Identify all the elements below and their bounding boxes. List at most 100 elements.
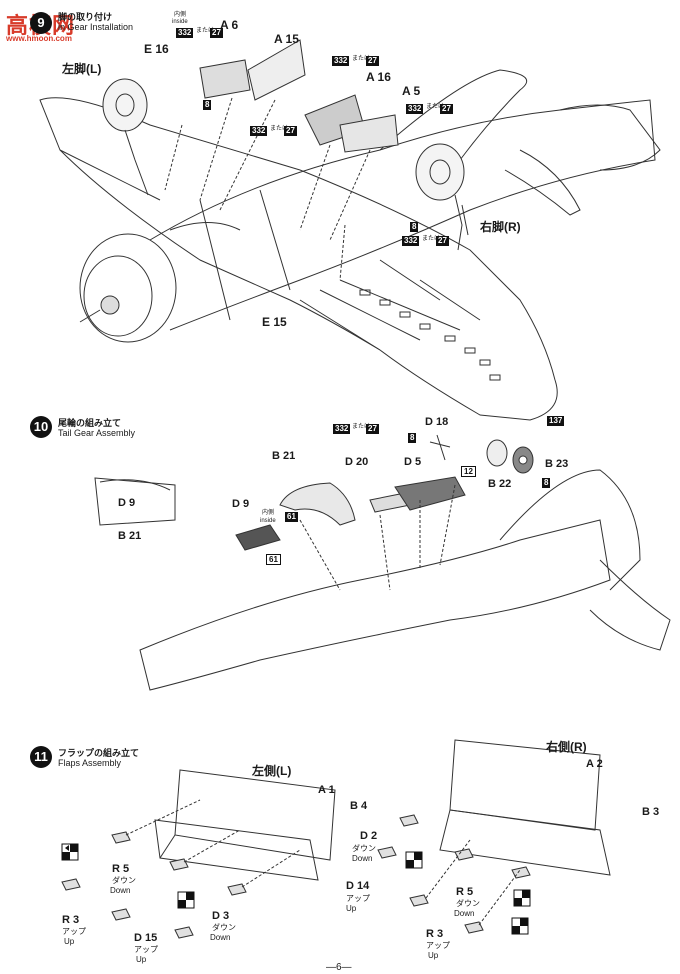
paint-137: 137	[547, 416, 565, 426]
R3b-up-en: Up	[428, 951, 439, 960]
or-jp-4: または	[426, 104, 445, 110]
watermark-url: www.hmoon.com	[6, 34, 72, 43]
part-A16: A 16	[366, 70, 391, 84]
step11-title-en: Flaps Assembly	[58, 758, 122, 768]
direction-arrow-icon	[511, 917, 529, 935]
part-D15: D 15	[134, 932, 158, 944]
part-A5: A 5	[402, 84, 421, 98]
D3-down-en: Down	[210, 933, 231, 942]
part-B21-b: B 21	[118, 530, 142, 542]
part-D20: D 20	[345, 456, 369, 468]
part-E16: E 16	[144, 42, 169, 56]
paint-61-a: 61	[285, 512, 298, 522]
page-number: —6—	[326, 962, 352, 973]
R5b-down-jp: ダウン	[456, 899, 480, 908]
D3-down-jp: ダウン	[212, 923, 236, 932]
step11-title-jp: フラップの組み立て	[58, 748, 140, 758]
D15-up-en: Up	[136, 955, 147, 964]
inside-jp-2: 内側	[262, 510, 275, 516]
part-R5-b: R 5	[456, 886, 474, 898]
part-A1: A 1	[318, 784, 335, 796]
step11-number: 11	[30, 746, 52, 768]
watermark-char-1: 高	[6, 13, 30, 38]
paint-27-c: 27	[366, 56, 379, 66]
step10-number: 10	[30, 416, 52, 438]
part-B23: B 23	[545, 458, 569, 470]
or-jp-2: または	[270, 126, 289, 132]
paint-332-c: 332	[332, 56, 350, 66]
part-B3: B 3	[642, 806, 660, 818]
part-D3: D 3	[212, 910, 230, 922]
paint-27-b: 27	[284, 126, 297, 136]
step10-title-en: Tail Gear Assembly	[58, 428, 136, 438]
paint-332-e: 332	[402, 236, 420, 246]
D15-up-jp: アップ	[134, 945, 158, 954]
part-D14: D 14	[346, 880, 370, 892]
step10-title-jp: 尾輪の組み立て	[58, 418, 122, 428]
step10-tail-drawing	[94, 434, 671, 691]
left-side-label: 左側(L)	[252, 764, 292, 778]
step9-aircraft-drawing	[39, 39, 661, 421]
paint-332-d: 332	[406, 104, 424, 114]
or-jp-1: または	[196, 28, 215, 34]
inside-jp-1: 内側	[174, 12, 187, 18]
inside-en-2: inside	[260, 518, 276, 524]
part-A15: A 15	[274, 32, 299, 46]
paint-332-a: 332	[176, 28, 194, 38]
paint-27-a: 27	[210, 28, 223, 38]
part-B22: B 22	[488, 478, 512, 490]
paint-332-f: 332	[333, 424, 351, 434]
right-leg-label: 右脚(R)	[480, 220, 521, 234]
D2-down-jp: ダウン	[352, 844, 376, 853]
part-D18: D 18	[425, 416, 449, 428]
direction-arrow-icon	[177, 891, 195, 909]
step9-number: 9	[30, 12, 52, 34]
R3b-up-jp: アップ	[426, 941, 450, 950]
R5a-down-en: Down	[110, 886, 131, 895]
part-E15: E 15	[262, 315, 287, 329]
paint-8-d: 8	[542, 478, 551, 488]
R5b-down-en: Down	[454, 909, 475, 918]
step9-title-jp: 脚の取り付け	[58, 12, 113, 22]
direction-arrow-icon	[513, 889, 531, 907]
part-R5-a: R 5	[112, 863, 130, 875]
R3a-up-en: Up	[64, 937, 75, 946]
part-A6: A 6	[220, 18, 239, 32]
part-D2: D 2	[360, 830, 378, 842]
or-jp-6: または	[352, 424, 371, 430]
part-A2: A 2	[586, 758, 603, 770]
paint-8-c: 8	[408, 433, 417, 443]
or-jp-3: または	[352, 56, 371, 62]
paint-27-d: 27	[440, 104, 453, 114]
step9-title-en: in Gear Installation	[58, 22, 134, 32]
part-D5: D 5	[404, 456, 422, 468]
D14-up-jp: アップ	[346, 894, 370, 903]
right-side-label: 右側(R)	[546, 740, 587, 754]
part-D9-a: D 9	[118, 497, 136, 509]
step11-flaps-drawing	[61, 739, 611, 939]
paint-27-e: 27	[436, 236, 449, 246]
paint-12: 12	[461, 466, 476, 477]
paint-8-b: 8	[410, 222, 419, 232]
watermark-char-3: 网	[52, 13, 76, 38]
D2-down-en: Down	[352, 854, 373, 863]
paint-27-f: 27	[366, 424, 379, 434]
inside-en-1: inside	[172, 19, 188, 25]
paint-8-a: 8	[203, 100, 212, 110]
direction-arrow-icon	[405, 851, 423, 869]
paint-61-b: 61	[266, 554, 281, 565]
part-B21-a: B 21	[272, 450, 296, 462]
D14-up-en: Up	[346, 904, 357, 913]
left-leg-label: 左脚(L)	[62, 62, 102, 76]
part-D9-b: D 9	[232, 498, 250, 510]
part-R3-a: R 3	[62, 914, 80, 926]
paint-332-b: 332	[250, 126, 268, 136]
part-R3-b: R 3	[426, 928, 444, 940]
part-B4: B 4	[350, 800, 368, 812]
direction-arrow-icon	[61, 843, 79, 861]
R3a-up-jp: アップ	[62, 927, 86, 936]
R5a-down-jp: ダウン	[112, 876, 136, 885]
